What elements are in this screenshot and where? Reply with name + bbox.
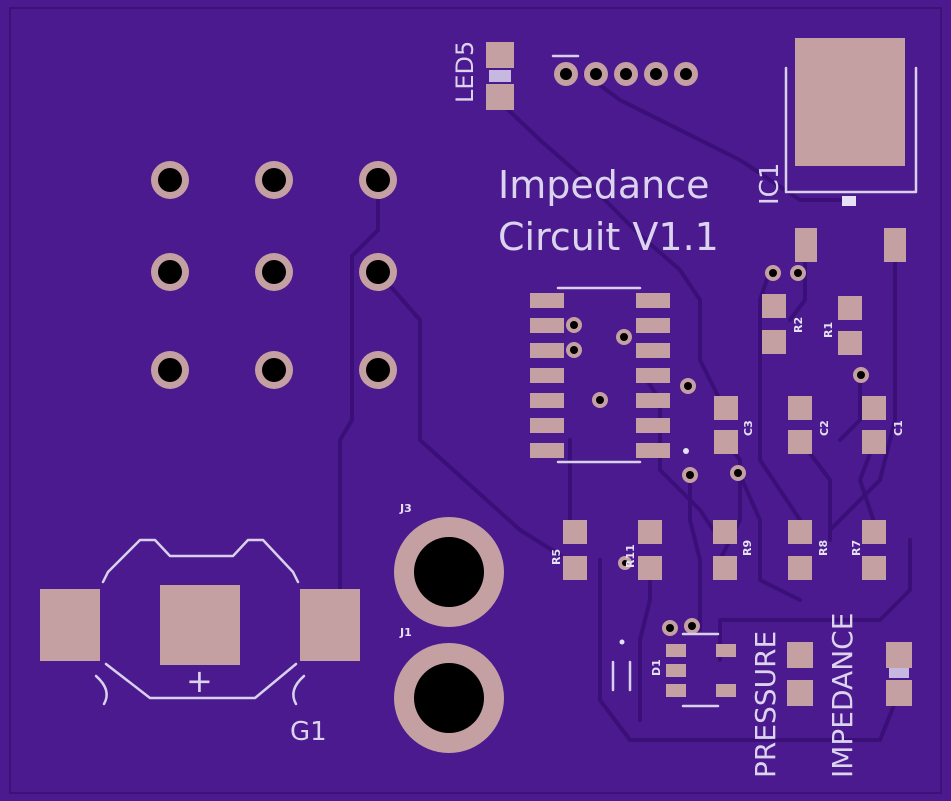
r7-label: R7 — [850, 540, 863, 556]
r7-footprint — [862, 520, 886, 580]
r9-label: R9 — [741, 540, 754, 556]
c2-footprint — [788, 396, 812, 454]
battery-label: G1 — [290, 717, 327, 747]
r11-label: R11 — [624, 544, 637, 568]
r8-label: R8 — [817, 540, 830, 556]
header-grid — [151, 161, 397, 389]
j1-label: J1 — [399, 626, 412, 639]
led5-label: LED5 — [451, 41, 479, 103]
c3-footprint — [714, 396, 738, 454]
ic1-label: IC1 — [755, 163, 785, 205]
r8-footprint — [788, 520, 812, 580]
r11-footprint — [618, 520, 662, 580]
pressure-label: PRESSURE — [749, 631, 782, 778]
led5-footprint — [486, 42, 514, 110]
c1-label: C1 — [892, 420, 905, 436]
board-title-line1: Impedance — [498, 163, 710, 207]
pressure-connector — [787, 642, 813, 706]
j3-label: J3 — [399, 502, 412, 515]
battery-holder — [40, 538, 360, 706]
r5-label: R5 — [550, 549, 563, 565]
r9-footprint — [713, 520, 737, 580]
r1-footprint — [838, 296, 869, 383]
soic-footprint — [530, 286, 746, 483]
d1-label: D1 — [650, 659, 663, 676]
ic1-footprint — [784, 38, 918, 262]
pin-header-5 — [551, 54, 698, 86]
r1-label: R1 — [822, 322, 835, 338]
j1-jack — [394, 643, 504, 753]
impedance-label: IMPEDANCE — [826, 613, 859, 778]
impedance-connector — [886, 642, 912, 706]
r5-footprint — [563, 520, 587, 580]
c1-footprint — [862, 396, 886, 454]
r2-label: R2 — [792, 317, 805, 333]
d1-footprint — [611, 618, 736, 708]
board-title-line2: Circuit V1.1 — [498, 215, 719, 259]
battery-plus-label: + — [186, 662, 213, 700]
c3-label: C3 — [742, 420, 755, 436]
copper-traces — [338, 72, 912, 742]
j3-jack — [394, 517, 504, 627]
r2-footprint — [762, 265, 806, 354]
c2-label: C2 — [818, 420, 831, 436]
